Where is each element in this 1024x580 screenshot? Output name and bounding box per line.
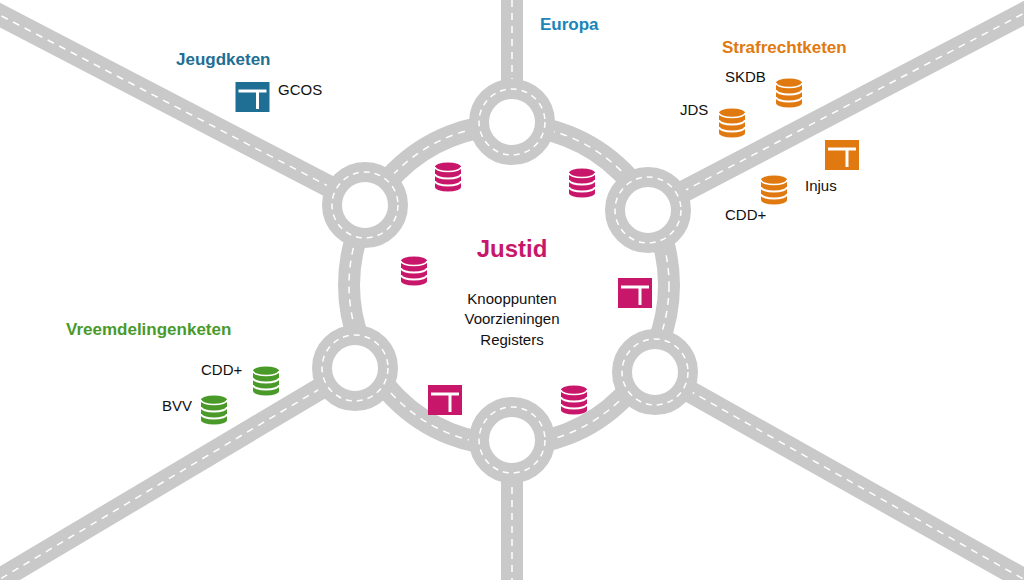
database-icon — [435, 163, 461, 192]
database-icon — [201, 396, 227, 425]
center-item: Knooppunten — [467, 290, 556, 307]
center-title: Justid — [477, 235, 548, 263]
database-icon — [253, 367, 279, 396]
chain-heading: Europa — [540, 15, 599, 35]
system-label: Injus — [805, 177, 837, 194]
database-icon — [561, 386, 587, 415]
database-icon — [761, 176, 787, 205]
system-label: SKDB — [725, 68, 766, 85]
center-item: Registers — [480, 331, 543, 348]
system-label: JDS — [680, 101, 708, 118]
application-icon — [825, 140, 859, 170]
chain-heading: Jeugdketen — [176, 50, 270, 70]
system-label: CDD+ — [201, 361, 242, 378]
database-icon — [776, 79, 802, 108]
chain-heading: Strafrechtketen — [722, 38, 847, 58]
system-label: GCOS — [278, 81, 322, 98]
database-icon — [569, 169, 595, 198]
application-icon — [236, 82, 270, 112]
chain-heading: Vreemdelingenketen — [66, 320, 231, 340]
database-icon — [719, 109, 745, 138]
application-icon — [618, 278, 652, 308]
system-label: BVV — [162, 397, 192, 414]
center-item: Voorzieningen — [464, 310, 559, 327]
application-icon — [428, 385, 462, 415]
system-label: CDD+ — [725, 206, 766, 223]
roundabouts — [322, 89, 688, 473]
database-icon — [401, 257, 427, 286]
icons — [201, 79, 859, 425]
